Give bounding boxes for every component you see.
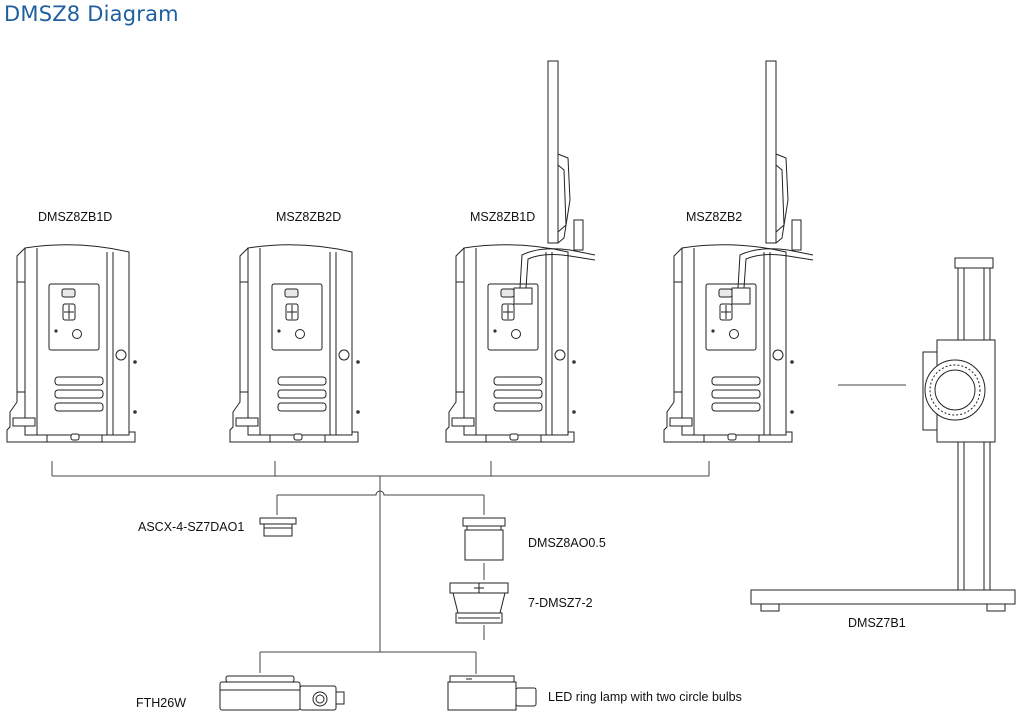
adapter-ascx — [259, 517, 297, 537]
label-led-ring-lamp: LED ring lamp with two circle bulbs — [548, 690, 742, 704]
label-msz8zb2d: MSZ8ZB2D — [276, 210, 342, 224]
fth26w-light — [219, 675, 345, 711]
label-dmsz8zb1d: DMSZ8ZB1D — [38, 210, 113, 224]
led-ring-lamp — [447, 675, 537, 711]
label-7-dmsz7-2: 7-DMSZ7-2 — [528, 596, 593, 610]
adapter-7-dmsz7-2 — [449, 582, 509, 624]
camera-body-msz8zb2d — [229, 244, 361, 443]
adapter-dmsz8ao — [462, 517, 506, 561]
label-fth26w: FTH26W — [136, 696, 186, 710]
label-dmsz7b1: DMSZ7B1 — [848, 616, 906, 630]
label-msz8zb1d: MSZ8ZB1D — [470, 210, 536, 224]
label-ascx: ASCX-4-SZ7DAO1 — [138, 520, 245, 534]
page-title: DMSZ8 Diagram — [4, 2, 179, 26]
stand-dmsz7b1 — [750, 257, 1016, 612]
label-dmsz8ao: DMSZ8AO0.5 — [528, 536, 606, 550]
camera-body-dmsz8zb1d — [6, 244, 138, 443]
camera-body-msz8zb1d — [445, 244, 577, 443]
label-msz8zb2: MSZ8ZB2 — [686, 210, 743, 224]
connection-lines — [51, 384, 906, 674]
camera-body-msz8zb2 — [663, 244, 795, 443]
